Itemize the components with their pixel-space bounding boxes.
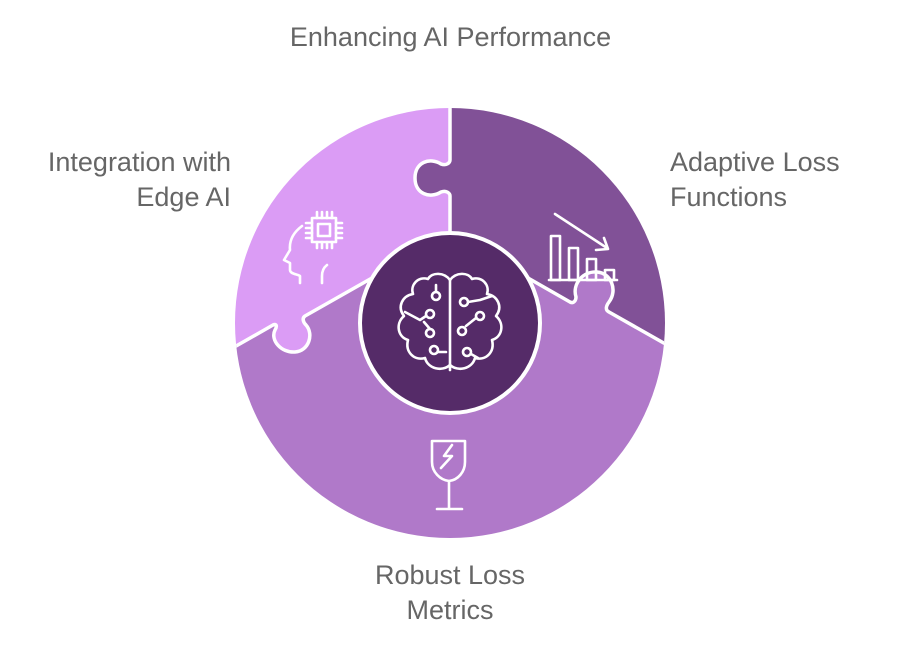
declining-bar-chart-icon	[547, 212, 619, 282]
segment-label-robust-loss: Robust Loss Metrics	[300, 558, 600, 628]
segment-label-edge-ai: Integration with Edge AI	[10, 145, 231, 215]
label-line: Edge AI	[136, 182, 231, 212]
label-line: Integration with	[47, 147, 231, 177]
label-line: Robust Loss	[374, 560, 526, 590]
ai-head-chip-icon	[282, 210, 344, 285]
diagram-title: Enhancing AI Performance	[289, 22, 612, 52]
label-line: Metrics	[406, 595, 494, 625]
segment-label-adaptive-loss: Adaptive Loss Functions	[670, 145, 895, 215]
brain-circuit-icon	[397, 272, 503, 372]
label-line: Adaptive Loss	[670, 147, 840, 177]
label-line: Functions	[670, 182, 788, 212]
fragile-glass-icon	[430, 439, 467, 511]
